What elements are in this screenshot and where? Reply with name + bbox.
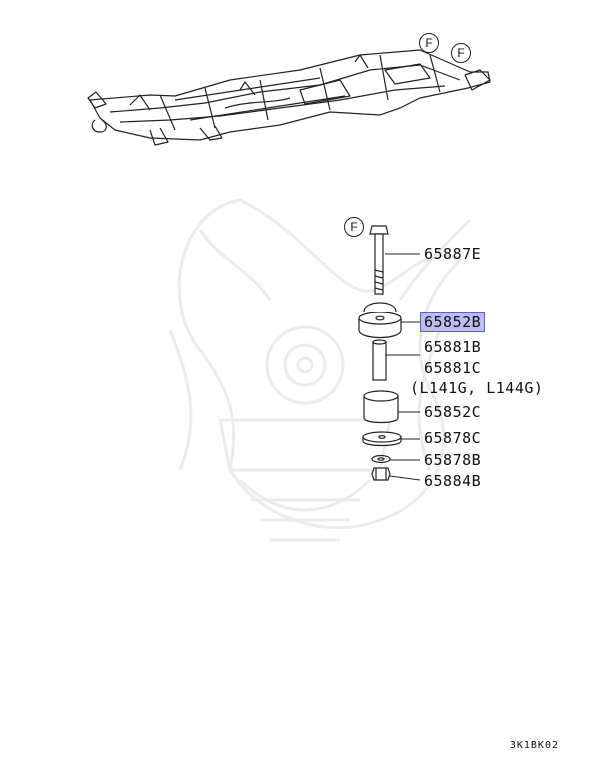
watermark-emblem [168, 198, 472, 542]
part-label-65884B[interactable]: 65884B [424, 472, 482, 490]
chassis-frame-drawing [87, 49, 491, 146]
part-label-65852C[interactable]: 65852C [424, 403, 482, 421]
front-marker-circle: F [344, 217, 364, 237]
cushion-65852C-drawing [363, 390, 399, 424]
part-label-65881B[interactable]: 65881B [424, 338, 482, 356]
washer-65878B-drawing [371, 454, 391, 464]
part-label-65878C[interactable]: 65878C [424, 429, 482, 447]
cushion-65852B-drawing [358, 302, 402, 339]
part-label-note: (L141G, L144G) [410, 379, 544, 397]
sleeve-65881-drawing [372, 339, 387, 381]
washer-65878C-drawing [362, 431, 402, 447]
front-marker-circle: F [451, 43, 471, 63]
part-label-65887E[interactable]: 65887E [424, 245, 482, 263]
bolt-65887E-drawing [369, 225, 389, 295]
leader-lines [385, 253, 421, 481]
diagram-code: 3K1BK02 [509, 740, 559, 751]
part-label-65852B[interactable]: 65852B [420, 312, 486, 332]
part-label-65881C[interactable]: 65881C [424, 359, 482, 377]
nut-65884B-drawing [371, 467, 391, 481]
part-label-65878B[interactable]: 65878B [424, 451, 482, 469]
front-marker-circle: F [419, 33, 439, 53]
